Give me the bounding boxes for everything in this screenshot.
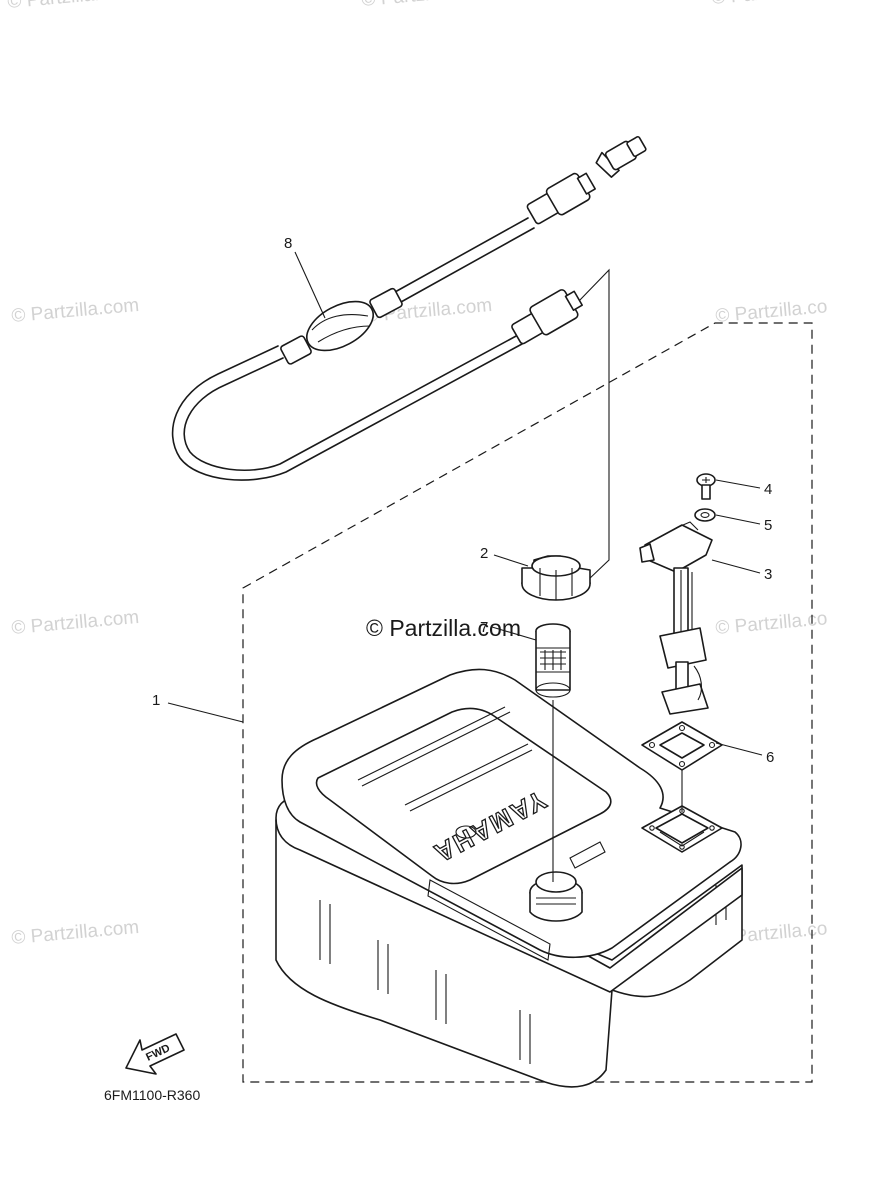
callout-4: 4 bbox=[764, 481, 772, 498]
callout-2: 2 bbox=[480, 545, 488, 562]
fuel-tank-icon: YAMAHA bbox=[275, 668, 743, 1088]
assembly-boundary bbox=[242, 322, 813, 1083]
watermark-top-left: © Partzilla.com bbox=[7, 0, 136, 13]
washer-icon bbox=[694, 508, 716, 522]
diagram-code: 6FM1100-R360 bbox=[104, 1087, 200, 1103]
fuel-gauge-pickup-icon bbox=[639, 521, 713, 715]
watermark-top-center: © Partzilla.com bbox=[361, 0, 490, 11]
callout-7: 7 bbox=[480, 619, 488, 636]
leader-5 bbox=[715, 514, 761, 525]
watermark-row2-right: © Partzilla.co bbox=[715, 296, 829, 327]
engine-fitting-icon bbox=[595, 136, 647, 178]
leader-1 bbox=[167, 702, 244, 723]
leader-6 bbox=[715, 742, 763, 756]
copyright-text: © Partzilla.com bbox=[366, 615, 521, 641]
forward-arrow-icon: FWD bbox=[125, 1033, 185, 1075]
engine-connector-icon bbox=[526, 172, 596, 225]
leader-3 bbox=[711, 559, 761, 574]
watermark-row4-left: © Partzilla.com bbox=[11, 917, 140, 949]
watermark-row2-left: © Partzilla.com bbox=[11, 295, 140, 327]
callout-6: 6 bbox=[766, 749, 774, 766]
screw-icon bbox=[696, 473, 716, 500]
watermark-top-right: © Partzilla.co bbox=[711, 0, 825, 9]
connector-routing-line bbox=[577, 268, 610, 581]
leader-2 bbox=[493, 554, 529, 567]
callout-3: 3 bbox=[764, 566, 772, 583]
fuel-line-assembly bbox=[171, 136, 647, 481]
strainer-icon bbox=[535, 623, 571, 698]
callout-5: 5 bbox=[764, 517, 772, 534]
leader-8 bbox=[294, 251, 326, 319]
gasket-icon bbox=[641, 721, 723, 771]
tank-connector-icon bbox=[511, 289, 583, 345]
callout-8: 8 bbox=[284, 235, 292, 252]
leader-4 bbox=[715, 479, 761, 489]
watermark-row3-left: © Partzilla.com bbox=[11, 607, 140, 639]
watermark-row3-right: © Partzilla.co bbox=[715, 608, 829, 639]
fuel-cap-icon bbox=[521, 555, 591, 601]
callout-1: 1 bbox=[152, 692, 160, 709]
leader-7 bbox=[491, 626, 537, 641]
